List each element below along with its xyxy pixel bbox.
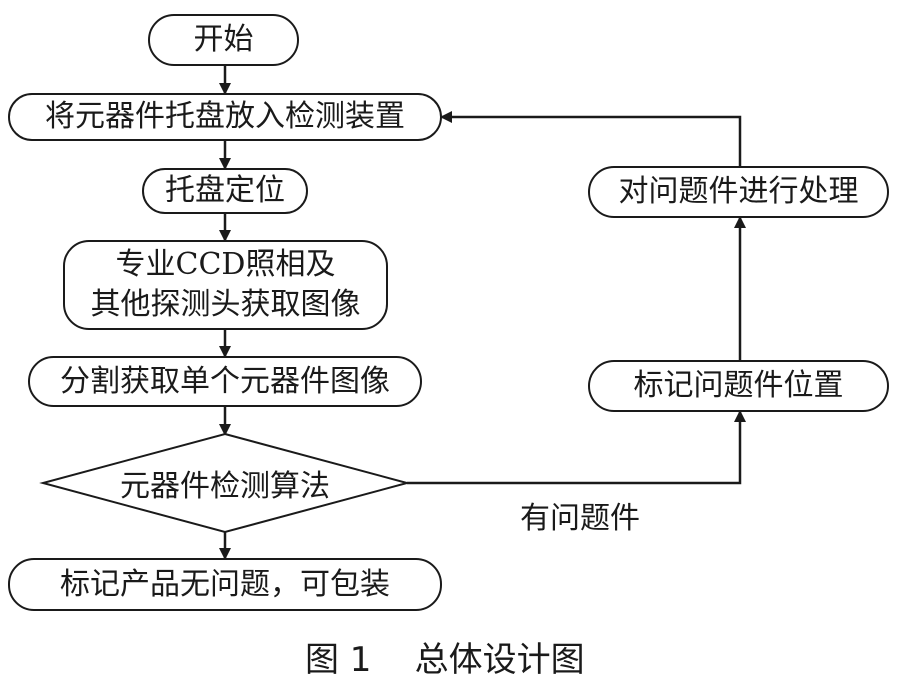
mark-ok-node: 标记产品无问题，可包装 xyxy=(8,558,442,611)
place-tray-node-label: 将元器件托盘放入检测装置 xyxy=(45,99,405,134)
start-node-label: 开始 xyxy=(193,22,254,57)
segment-node-label: 分割获取单个元器件图像 xyxy=(60,363,390,399)
tray-position-node-label: 托盘定位 xyxy=(165,173,285,208)
start-node: 开始 xyxy=(148,14,299,66)
handle-problem-node: 对问题件进行处理 xyxy=(588,166,889,218)
figure-caption: 图 1 总体设计图 xyxy=(305,640,585,680)
decision-diamond xyxy=(39,432,411,534)
tray-position-node: 托盘定位 xyxy=(142,168,308,214)
mark-problem-node: 标记问题件位置 xyxy=(588,360,889,412)
arrow-algorithm-to-mark-problem xyxy=(407,410,746,485)
place-tray-node: 将元器件托盘放入检测装置 xyxy=(8,93,442,141)
arrow-handle-to-place xyxy=(440,111,742,166)
mark-ok-node-label: 标记产品无问题，可包装 xyxy=(60,566,390,602)
capture-image-node: 专业CCD照相及 其他探测头获取图像 xyxy=(63,240,388,330)
handle-problem-node-label: 对问题件进行处理 xyxy=(618,174,859,209)
segment-node: 分割获取单个元器件图像 xyxy=(28,356,422,407)
capture-image-node-line2: 其他探测头获取图像 xyxy=(90,287,361,322)
has-problem-edge-label: 有问题件 xyxy=(520,501,640,536)
algorithm-decision-label: 元器件检测算法 xyxy=(120,469,330,504)
capture-image-node-line1: 专业CCD照相及 xyxy=(115,247,336,282)
mark-problem-node-label: 标记问题件位置 xyxy=(633,368,844,403)
